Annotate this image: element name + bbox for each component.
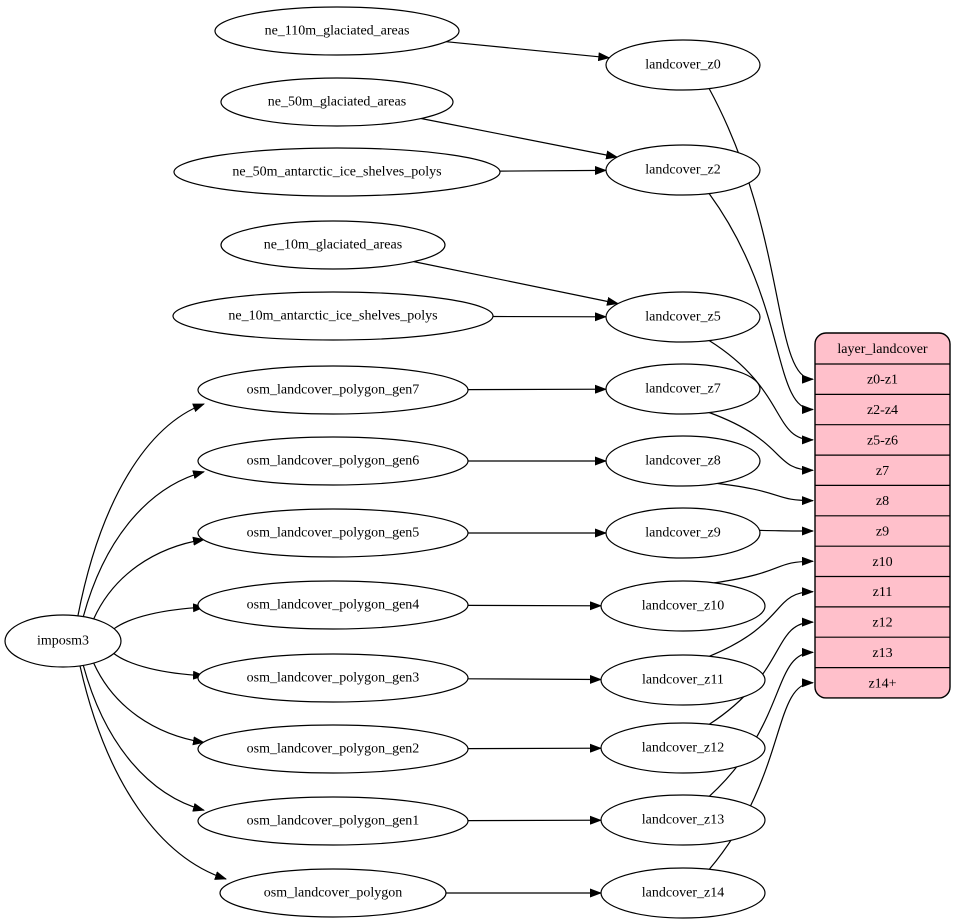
edge-landcover_z9-layer_landcover-z9 (759, 526, 814, 536)
node-osm_landcover_polygon_gen4: osm_landcover_polygon_gen4 (197, 580, 469, 630)
table-row-z13: z13 (872, 646, 892, 661)
edge-osm_landcover_polygon_gen3-landcover_z11 (467, 674, 602, 684)
table-row-label: z9 (876, 525, 889, 540)
node-landcover_z0: landcover_z0 (605, 39, 761, 91)
node-label-landcover_z13: landcover_z13 (642, 813, 724, 828)
node-imposm3: imposm3 (4, 614, 122, 668)
edge-landcover_z13-layer_landcover-z13 (708, 647, 814, 797)
node-label-ne_110m_glaciated_areas: ne_110m_glaciated_areas (265, 24, 410, 39)
node-label-osm_landcover_polygon: osm_landcover_polygon (264, 886, 402, 901)
table-row-z7: z7 (876, 464, 889, 479)
table-row-z8: z8 (876, 494, 889, 509)
node-label-landcover_z10: landcover_z10 (642, 599, 724, 614)
node-ne_10m_glaciated_areas: ne_10m_glaciated_areas (220, 220, 446, 270)
table-row-label: z13 (872, 646, 892, 661)
table-row-z0-z1: z0-z1 (867, 373, 898, 388)
node-landcover_z10: landcover_z10 (600, 580, 766, 632)
table-row-label: z10 (872, 555, 892, 570)
table-row-label: z8 (876, 494, 889, 509)
node-label-landcover_z2: landcover_z2 (645, 163, 720, 178)
node-ne_50m_glaciated_areas: ne_50m_glaciated_areas (220, 77, 454, 127)
node-osm_landcover_polygon: osm_landcover_polygon (219, 868, 447, 918)
table-row-label: z0-z1 (867, 373, 898, 388)
table-layer_landcover: layer_landcover z0-z1 z2-z4 z5-z6 z7 z8 z9 z10 z… (814, 332, 951, 699)
node-landcover_z2: landcover_z2 (605, 144, 761, 196)
edge-landcover_z12-layer_landcover-z12 (708, 617, 814, 725)
edge-imposm3-osm_landcover_polygon_gen5 (93, 536, 205, 620)
node-label-osm_landcover_polygon_gen1: osm_landcover_polygon_gen1 (247, 814, 420, 829)
table-row-z10: z10 (872, 555, 892, 570)
node-label-ne_10m_antarctic_ice_shelves_polys: ne_10m_antarctic_ice_shelves_polys (228, 309, 437, 324)
node-landcover_z7: landcover_z7 (605, 363, 761, 415)
table-row-label: z2-z4 (867, 403, 898, 418)
node-landcover_z9: landcover_z9 (605, 507, 761, 559)
node-label-osm_landcover_polygon_gen2: osm_landcover_polygon_gen2 (247, 742, 420, 757)
node-label-osm_landcover_polygon_gen6: osm_landcover_polygon_gen6 (247, 454, 420, 469)
edge-landcover_z10-layer_landcover-z10 (714, 556, 814, 584)
node-ne_110m_glaciated_areas: ne_110m_glaciated_areas (214, 6, 460, 56)
edge-landcover_z8-layer_landcover-z8 (716, 482, 814, 506)
node-landcover_z11: landcover_z11 (600, 654, 766, 706)
edge-ne_110m_glaciated_areas-landcover_z0 (446, 41, 611, 62)
node-label-landcover_z5: landcover_z5 (645, 310, 720, 325)
table-row-label: z7 (876, 464, 889, 479)
edge-landcover_z5-layer_landcover-z5-z6 (708, 339, 814, 445)
node-label-landcover_z11: landcover_z11 (642, 673, 724, 688)
node-label-osm_landcover_polygon_gen3: osm_landcover_polygon_gen3 (247, 671, 420, 686)
table-row-label: z12 (872, 616, 892, 631)
edge-imposm3-osm_landcover_polygon_gen1 (82, 665, 205, 812)
node-label-osm_landcover_polygon_gen5: osm_landcover_polygon_gen5 (247, 526, 420, 541)
node-label-landcover_z12: landcover_z12 (642, 741, 724, 756)
table-row-z5-z6: z5-z6 (867, 433, 898, 448)
node-landcover_z8: landcover_z8 (605, 435, 761, 487)
node-osm_landcover_polygon_gen1: osm_landcover_polygon_gen1 (197, 796, 469, 846)
node-osm_landcover_polygon_gen3: osm_landcover_polygon_gen3 (197, 653, 469, 703)
node-label-ne_10m_glaciated_areas: ne_10m_glaciated_areas (264, 238, 402, 253)
node-osm_landcover_polygon_gen7: osm_landcover_polygon_gen7 (197, 365, 469, 415)
edge-imposm3-osm_landcover_polygon_gen3 (113, 653, 205, 680)
node-osm_landcover_polygon_gen2: osm_landcover_polygon_gen2 (197, 724, 469, 774)
table-row-label: z14+ (868, 676, 896, 691)
edge-landcover_z11-layer_landcover-z11 (709, 587, 814, 657)
node-landcover_z13: landcover_z13 (600, 794, 766, 846)
node-osm_landcover_polygon_gen5: osm_landcover_polygon_gen5 (197, 508, 469, 558)
table-row-z14+: z14+ (868, 676, 896, 691)
node-label-ne_50m_antarctic_ice_shelves_polys: ne_50m_antarctic_ice_shelves_polys (232, 165, 441, 180)
table-row-z9: z9 (876, 525, 889, 540)
node-label-landcover_z8: landcover_z8 (645, 454, 720, 469)
node-label-landcover_z9: landcover_z9 (645, 526, 720, 541)
table-row-z2-z4: z2-z4 (867, 403, 898, 418)
edge-imposm3-osm_landcover_polygon (79, 665, 227, 880)
node-label-osm_landcover_polygon_gen4: osm_landcover_polygon_gen4 (247, 598, 420, 613)
node-label-ne_50m_glaciated_areas: ne_50m_glaciated_areas (268, 95, 406, 110)
node-label-landcover_z7: landcover_z7 (645, 382, 720, 397)
edge-landcover_z2-layer_landcover-z2-z4 (708, 193, 814, 414)
node-label-imposm3: imposm3 (37, 634, 89, 649)
table-row-z12: z12 (872, 616, 892, 631)
node-label-landcover_z14: landcover_z14 (642, 886, 724, 901)
edge-landcover_z7-layer_landcover-z7 (708, 411, 814, 475)
edge-imposm3-osm_landcover_polygon_gen2 (93, 662, 205, 746)
node-landcover_z5: landcover_z5 (605, 291, 761, 343)
table-row-z11: z11 (873, 585, 893, 600)
node-ne_50m_antarctic_ice_shelves_polys: ne_50m_antarctic_ice_shelves_polys (173, 147, 501, 197)
node-label-landcover_z0: landcover_z0 (645, 58, 720, 73)
edge-ne_10m_glaciated_areas-landcover_z5 (413, 261, 619, 306)
node-ne_10m_antarctic_ice_shelves_polys: ne_10m_antarctic_ice_shelves_polys (172, 291, 494, 341)
node-landcover_z12: landcover_z12 (600, 722, 766, 774)
table-title: layer_landcover (837, 342, 928, 357)
table-row-label: z11 (873, 585, 893, 600)
edge-ne_50m_antarctic_ice_shelves_polys-landcover_z2 (499, 165, 607, 175)
node-osm_landcover_polygon_gen6: osm_landcover_polygon_gen6 (197, 436, 469, 486)
edge-imposm3-osm_landcover_polygon_gen4 (113, 603, 205, 630)
edge-imposm3-osm_landcover_polygon_gen7 (77, 403, 205, 617)
edge-landcover_z0-layer_landcover-z0-z1 (708, 88, 814, 384)
edge-ne_50m_glaciated_areas-landcover_z2 (420, 117, 619, 160)
edge-imposm3-osm_landcover_polygon_gen6 (82, 470, 205, 617)
node-label-osm_landcover_polygon_gen7: osm_landcover_polygon_gen7 (247, 383, 420, 398)
node-landcover_z14: landcover_z14 (600, 867, 766, 919)
table-row-label: z5-z6 (867, 433, 898, 448)
